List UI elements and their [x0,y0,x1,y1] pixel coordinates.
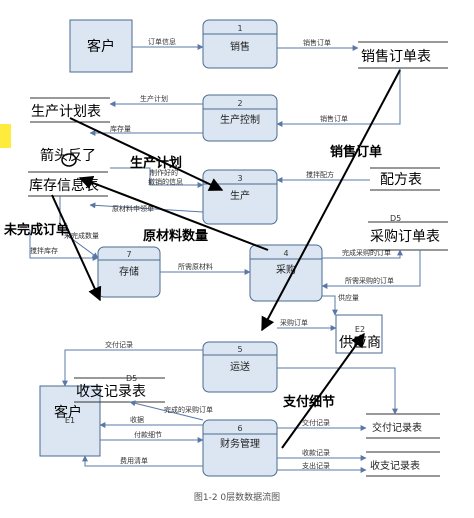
flow-label: 订单信息 [148,37,176,46]
flow-label: 撤销的信息 [148,177,183,186]
svg-text:D5: D5 [126,374,137,383]
annotation-sales-order: 销售订单 [330,144,382,160]
process-7-storage: 7 存储 [97,246,161,298]
customer-entity-bottom-id: E1 [65,416,75,425]
store-recipe: 配方表 [370,167,440,191]
flow-label: 销售订单 [320,114,348,123]
svg-text:库存信息表: 库存信息表 [29,177,99,194]
svg-text:配方表: 配方表 [380,172,422,188]
highlight-mark [0,124,11,148]
svg-text:收支记录表: 收支记录表 [370,459,420,472]
flow-label: 完成采购的订单 [342,248,391,257]
store-delivery-record-right: 交付记录表 [366,413,440,439]
annotation-arrows [51,69,401,449]
store-sales-order: 销售订单表 [358,41,448,69]
flow-label: 销售订单 [303,38,331,47]
flow-label: 未完成数量 [64,231,99,240]
process-5-delivery: 5 运送 [202,341,278,393]
customer-entity-top-label: 客户 [87,38,115,55]
process-4-name: 采购 [276,263,296,276]
store-payment-record-left: D5 收支记录表 [74,374,165,403]
process-3-name: 生产 [230,189,250,202]
supplier-entity-label: 供应商 [339,334,381,351]
process-2-num: 2 [237,99,242,108]
process-6-name: 财务管理 [220,437,260,450]
annotation-production-plan: 生产计划 [130,155,182,171]
flow-label: 支出记录 [302,461,330,470]
flow-label: 供应量 [338,293,359,302]
process-5-name: 运送 [230,360,250,373]
customer-entity-bottom [39,385,101,457]
process-1-num: 1 [237,24,242,33]
flow-labels: 订单信息 销售订单 生产计划 库存量 销售订单 制作好的 撤销的信息 搅拌配方 … [30,37,394,470]
flow-label: 付款细节 [134,430,162,439]
process-7-name: 存储 [119,265,139,278]
process-3-production: 3 生产 [202,169,278,225]
process-6-finance: 6 财务管理 [202,419,278,477]
process-3-num: 3 [237,174,242,183]
process-1-name: 销售 [230,40,250,53]
svg-text:交付记录表: 交付记录表 [372,421,422,434]
process-6-num: 6 [237,424,242,433]
process-2-name: 生产控制 [220,113,260,126]
store-production-plan: 生产计划表 [30,97,110,123]
flow-label: 搅拌库存 [30,246,58,255]
process-5-num: 5 [237,345,242,354]
annotation-raw-material-qty: 原材料数量 [143,228,208,244]
flow-label: 生产计划 [140,94,168,103]
flow-label: 费用清单 [120,456,148,465]
process-4-purchase: 4 采购 [249,244,323,302]
store-purchase-order: D5 采购订单表 [368,214,448,251]
annotation-circle [61,153,77,167]
svg-text:收支记录表: 收支记录表 [76,384,146,400]
flow-label: 交付记录 [302,418,330,427]
flow-label: 搅拌配方 [306,170,334,179]
flow-lines [29,44,421,473]
customer-entity-bottom-label: 客户 [54,404,82,421]
svg-text:D5: D5 [390,214,401,223]
flow-label: 收据 [130,415,144,424]
svg-text:销售订单表: 销售订单表 [361,49,431,65]
flow-label: 库存量 [110,124,131,133]
flow-label: 交付记录 [105,340,133,349]
flow-label: 原材料申领单 [112,204,154,213]
annotation-arrow-reversed: 箭头反了 [40,147,96,164]
flow-label: 收款记录 [302,448,330,457]
flow-label: 所需采购的订单 [345,276,394,285]
process-2-production-control: 2 生产控制 [202,94,278,142]
flow-label: 制作好的 [150,168,178,177]
annotation-unfinished-order: 未完成订单 [3,222,69,238]
flow-label: 采购订单 [280,318,308,327]
svg-text:生产计划表: 生产计划表 [31,104,101,120]
annotation-payment-detail: 支付细节 [282,394,335,410]
process-7-num: 7 [126,250,131,259]
flow-label: 完成的采购订单 [164,405,213,414]
flow-label: 所需原材料 [178,262,213,271]
svg-text:采购订单表: 采购订单表 [370,229,440,245]
process-4-num: 4 [283,249,288,258]
figure-caption: 图1-2 0层数数据流图 [194,491,280,503]
customer-entity-top [69,19,133,73]
process-1-sales: 1 销售 [202,19,278,69]
supplier-entity-id: E2 [355,325,365,334]
store-income-record-right: 收支记录表 [366,451,440,477]
